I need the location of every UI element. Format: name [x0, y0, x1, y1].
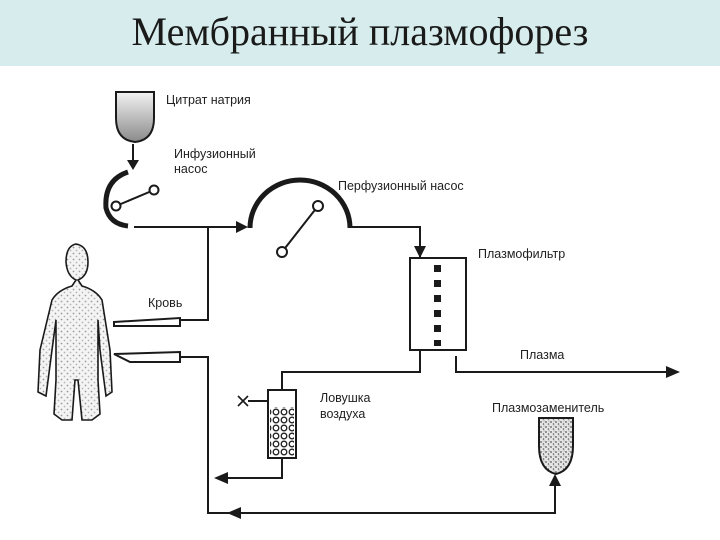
page-title: Мембранный плазмофорез — [131, 9, 589, 54]
arrow-right-plasma — [666, 366, 680, 378]
tube-filter-bottom — [281, 350, 421, 390]
blood-label: Кровь — [148, 296, 182, 310]
human-figure-icon — [37, 243, 113, 421]
title-band — [0, 0, 720, 66]
arrow-up-substitute — [549, 474, 561, 486]
vent-x-icon — [237, 395, 249, 407]
air-trap-label: Ловушка — [320, 391, 371, 405]
air-trap-label-2: воздуха — [320, 407, 365, 421]
infusion-pump-label-2: насос — [174, 162, 207, 176]
arrow-down-filter — [414, 246, 426, 258]
arrow-left-trap — [214, 472, 228, 484]
arrow-left-return — [227, 507, 241, 519]
tube-return-vertical — [180, 356, 556, 514]
tube-pump-to-junction — [134, 226, 209, 321]
tube-perfusion-to-filter — [349, 226, 421, 258]
arrow-down-citrate — [127, 160, 139, 170]
tube-trap-out — [218, 458, 283, 479]
arrow-right-pump — [236, 221, 248, 233]
infusion-pump-label: Инфузионный — [174, 147, 256, 161]
plasma-substitute-label: Плазмозаменитель — [492, 401, 604, 415]
substitute-bag-icon — [538, 417, 574, 476]
catheter-icon — [113, 316, 181, 363]
iv-bag-icon — [115, 91, 155, 144]
perfusion-pump-icon — [247, 177, 353, 258]
filter-icon — [409, 257, 467, 351]
plasma-label: Плазма — [520, 348, 564, 362]
citrate-label: Цитрат натрия — [166, 93, 251, 107]
tube-plasma-out — [455, 356, 672, 373]
air-trap-icon — [267, 389, 297, 459]
roller-pump-icon — [103, 169, 160, 229]
plasmafilter-label: Плазмофильтр — [478, 247, 565, 261]
perfusion-pump-label: Перфузионный насос — [338, 179, 464, 193]
